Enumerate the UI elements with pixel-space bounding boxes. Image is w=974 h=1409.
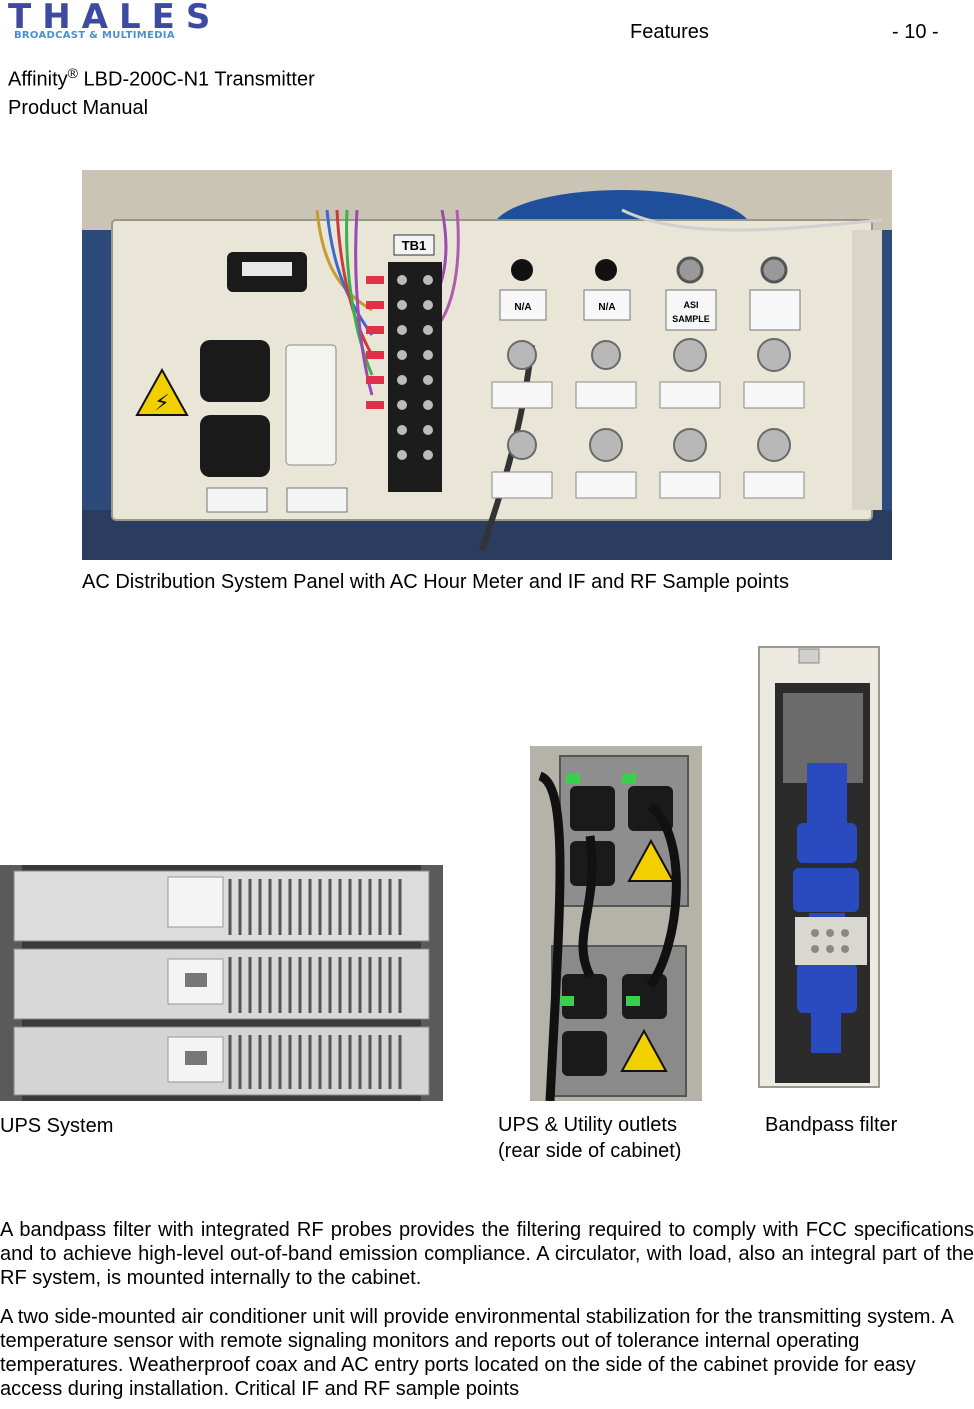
bandpass-illustration — [755, 643, 883, 1091]
outlets-photo — [530, 746, 702, 1101]
outlets-caption-line2: (rear side of cabinet) — [498, 1140, 682, 1162]
product-model: LBD-200C-N1 Transmitter — [78, 68, 315, 91]
ups-system-photo — [0, 865, 443, 1101]
registered-mark: ® — [67, 65, 78, 81]
svg-text:⚡: ⚡ — [154, 391, 169, 416]
paragraph-environment: A two side-mounted air conditioner unit … — [0, 1306, 953, 1400]
ups-caption: UPS System — [0, 1115, 114, 1137]
bandpass-caption: Bandpass filter — [765, 1114, 898, 1136]
ac-panel-caption: AC Distribution System Panel with AC Hou… — [82, 571, 789, 593]
paragraph-bandpass: A bandpass filter with integrated RF pro… — [0, 1219, 974, 1289]
asi-sample-label: SAMPLE — [672, 314, 710, 324]
outlets-illustration — [530, 746, 702, 1101]
logo-subtitle: BROADCAST & MULTIMEDIA — [14, 30, 175, 41]
ac-panel-photo: ⚡ TB1 N/A N/A ASI — [82, 170, 892, 560]
thales-logo: THALES — [8, 0, 222, 37]
page-number: - 10 - — [892, 21, 939, 43]
bandpass-filter-photo — [755, 643, 883, 1091]
asi-label: ASI — [683, 300, 698, 310]
section-title: Features — [630, 21, 709, 43]
na1-label: N/A — [514, 302, 531, 313]
ac-panel-illustration: ⚡ TB1 N/A N/A ASI — [82, 170, 892, 560]
ups-illustration — [0, 865, 443, 1101]
manual-title: Product Manual — [8, 97, 149, 119]
tb1-label: TB1 — [402, 238, 427, 253]
product-title: Affinity® LBD-200C-N1 Transmitter — [8, 61, 315, 92]
outlets-caption-line1: UPS & Utility outlets — [498, 1114, 677, 1136]
product-prefix: Affinity — [8, 68, 68, 91]
na2-label: N/A — [598, 302, 615, 313]
